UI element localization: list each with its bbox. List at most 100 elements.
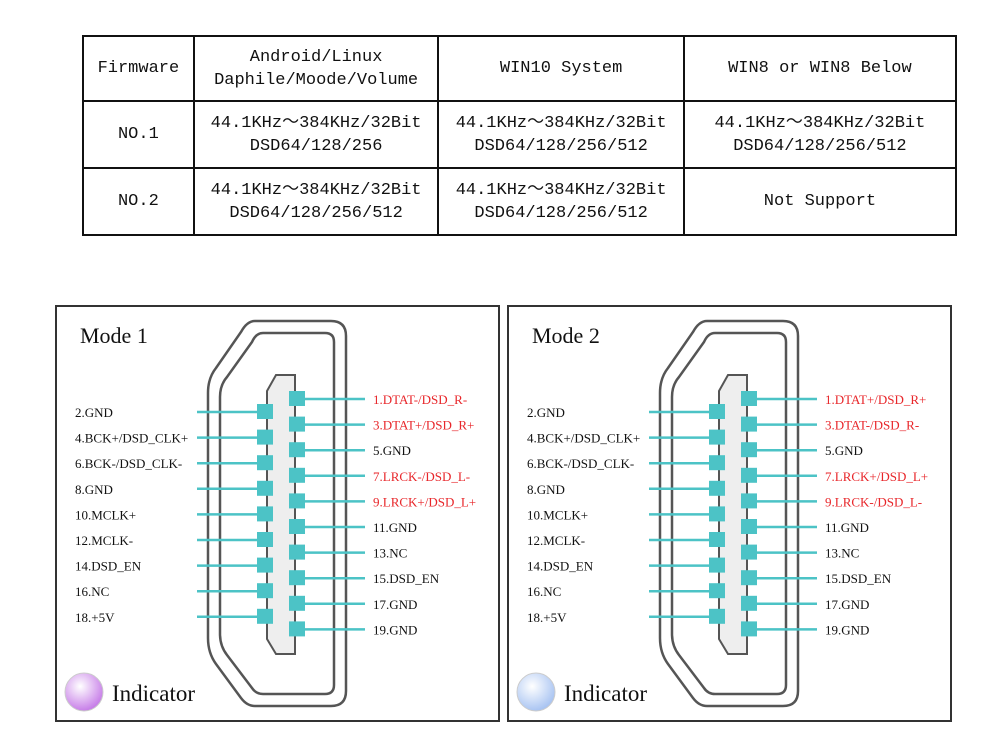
pin-label-left: 12.MCLK- — [75, 533, 133, 548]
mode-title: Mode 2 — [532, 323, 600, 348]
pin-pad-left — [709, 480, 725, 496]
header-line: Android/Linux — [249, 47, 383, 67]
pin-label-right: 9.LRCK-/DSD_L- — [825, 494, 922, 509]
connector-slot — [266, 374, 296, 655]
pin-pad-right — [741, 621, 757, 637]
pin-label-right: 15.DSD_EN — [825, 571, 892, 586]
pin-pad-right — [289, 519, 305, 534]
header-win10: WIN10 System — [437, 35, 685, 102]
header-win8: WIN8 or WIN8 Below — [682, 35, 958, 102]
pin-label-left: 18.+5V — [75, 610, 115, 625]
pin-label-left: 2.GND — [75, 405, 113, 420]
pin-pad-left — [709, 583, 725, 599]
cell-line: DSD64/128/256/512 — [474, 136, 648, 156]
pin-label-right: 19.GND — [373, 622, 417, 637]
pin-label-right: 15.DSD_EN — [373, 571, 440, 586]
cell-line: DSD64/128/256/512 — [474, 203, 648, 223]
pin-pad-right — [741, 595, 757, 611]
pin-label-right: 3.DTAT+/DSD_R+ — [373, 418, 474, 433]
cell-line: 44.1KHz～384KHz/32Bit — [455, 113, 667, 133]
pin-label-left: 12.MCLK- — [527, 533, 585, 548]
connector-slot — [718, 374, 748, 655]
pin-label-right: 19.GND — [825, 622, 869, 637]
pin-pad-right — [289, 416, 305, 432]
indicator-label: Indicator — [564, 681, 647, 706]
pin-pad-left — [709, 404, 725, 419]
cell-line: 44.1KHz～384KHz/32Bit — [210, 113, 422, 133]
pin-label-right: 9.LRCK+/DSD_L+ — [373, 494, 476, 509]
pin-pad-right — [741, 442, 757, 458]
cell-line: 44.1KHz～384KHz/32Bit — [210, 180, 422, 200]
pin-label-left: 8.GND — [75, 482, 113, 497]
pin-label-right: 17.GND — [825, 597, 869, 612]
cell-line: DSD64/128/256 — [249, 136, 383, 156]
pin-label-right: 13.NC — [825, 546, 859, 561]
pin-pad-left — [709, 455, 725, 471]
pin-label-right: 11.GND — [825, 520, 869, 535]
pin-pad-left — [257, 404, 273, 419]
cell-line: DSD64/128/256/512 — [229, 203, 403, 223]
pin-label-left: 6.BCK-/DSD_CLK- — [75, 456, 182, 471]
pin-pad-right — [741, 391, 757, 406]
indicator-label: Indicator — [112, 681, 195, 706]
pin-pad-right — [289, 442, 305, 458]
pin-label-right: 1.DTAT-/DSD_R- — [373, 392, 467, 407]
pin-label-right: 7.LRCK+/DSD_L+ — [825, 469, 928, 484]
pin-pad-right — [289, 493, 305, 509]
pin-label-right: 5.GND — [373, 443, 411, 458]
pin-label-left: 4.BCK+/DSD_CLK+ — [75, 431, 188, 446]
pin-pad-left — [257, 506, 273, 522]
row-label: NO.1 — [82, 100, 195, 169]
pin-label-right: 11.GND — [373, 520, 417, 535]
header-firmware: Firmware — [82, 35, 195, 102]
pin-label-left: 2.GND — [527, 405, 565, 420]
pin-pad-left — [257, 532, 273, 547]
pin-pad-right — [741, 416, 757, 432]
pin-label-left: 16.NC — [527, 584, 561, 599]
pin-pad-left — [257, 557, 273, 573]
pin-label-right: 3.DTAT-/DSD_R- — [825, 418, 919, 433]
pin-label-left: 8.GND — [527, 482, 565, 497]
pin-pad-right — [289, 621, 305, 637]
pin-pad-left — [709, 506, 725, 522]
connector-inner-outline — [218, 331, 336, 696]
indicator-light-icon — [64, 672, 104, 712]
pin-pad-left — [709, 557, 725, 573]
connector-outer-outline — [206, 319, 348, 708]
hdmi-connector-diagram: Mode 22.GND4.BCK+/DSD_CLK+6.BCK-/DSD_CLK… — [516, 319, 928, 712]
pin-pad-right — [741, 519, 757, 534]
pin-pad-left — [257, 455, 273, 471]
pin-pad-left — [709, 532, 725, 547]
pin-label-left: 14.DSD_EN — [527, 559, 594, 574]
pin-pad-right — [741, 570, 757, 586]
header-line: WIN10 System — [499, 59, 623, 78]
pin-label-right: 7.LRCK-/DSD_L- — [373, 469, 470, 484]
pin-label-left: 18.+5V — [527, 610, 567, 625]
pin-pad-left — [257, 429, 273, 445]
pin-label-left: 10.MCLK+ — [75, 507, 136, 522]
pin-pad-right — [289, 595, 305, 611]
pin-pad-right — [741, 544, 757, 560]
pin-label-left: 16.NC — [75, 584, 109, 599]
pin-pad-right — [741, 467, 757, 483]
pin-pad-left — [709, 429, 725, 445]
cell-line: 44.1KHz～384KHz/32Bit — [455, 180, 667, 200]
pin-pad-left — [257, 608, 273, 624]
indicator-light-icon — [516, 672, 556, 712]
pin-label-left: 10.MCLK+ — [527, 507, 588, 522]
header-line: Daphile/Moode/Volume — [214, 70, 419, 90]
table-cell: Not Support — [682, 167, 958, 236]
pin-label-left: 4.BCK+/DSD_CLK+ — [527, 431, 640, 446]
connector-inner-outline — [670, 331, 788, 696]
header-line: WIN8 or WIN8 Below — [728, 59, 912, 78]
